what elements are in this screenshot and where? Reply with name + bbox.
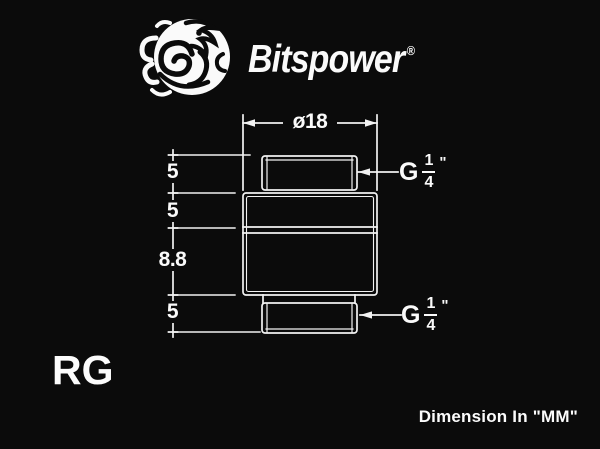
thread-size-label-top: G 1 4 "	[399, 153, 446, 191]
brand-name-text: Bitspower	[248, 38, 405, 81]
brand-wordmark: Bitspower®	[248, 38, 416, 88]
thread-size-label-bottom: G 1 4 "	[401, 296, 448, 334]
diameter-arrow-left	[243, 119, 255, 127]
diameter-dimension-label: ø18	[283, 110, 337, 134]
fraction-denominator: 4	[424, 174, 434, 191]
logo-outer-curls	[139, 20, 172, 97]
bottom-thread-chamfer-lines	[265, 303, 354, 333]
segment-dim-label-3: 8.8	[152, 248, 193, 272]
logo-dragon-swirls	[157, 19, 227, 89]
model-code-label: RG	[52, 347, 114, 393]
thread-prefix: G	[401, 300, 421, 329]
segment-dim-label-4: 5	[154, 300, 191, 324]
bottom-neck-lines	[262, 294, 356, 304]
inch-mark: "	[439, 154, 447, 171]
bitspower-dragon-logo-icon	[139, 19, 230, 97]
body-outline	[242, 192, 378, 296]
bottom-thread-outline	[261, 302, 358, 334]
dragon-eye	[196, 30, 202, 36]
top-thread-chamfer-lines	[265, 156, 354, 190]
segment-dim-label-1: 5	[154, 160, 191, 184]
top-thread-outline	[261, 155, 358, 191]
fraction-numerator: 1	[424, 296, 438, 316]
leader-arrow-bottom	[360, 311, 372, 319]
thread-fraction: 1 4	[424, 296, 438, 334]
drawing-lines	[167, 114, 402, 338]
inch-mark: "	[441, 297, 449, 314]
leader-arrow-top	[358, 168, 370, 176]
diameter-arrow-right	[365, 119, 377, 127]
dimension-unit-note: Dimension In "MM"	[418, 407, 578, 426]
fraction-denominator: 4	[426, 317, 436, 334]
arrowheads	[243, 119, 377, 319]
registered-trademark-symbol: ®	[406, 43, 416, 58]
segment-dim-label-2: 5	[154, 199, 191, 223]
fraction-numerator: 1	[422, 153, 436, 173]
thread-fraction: 1 4	[422, 153, 436, 191]
body-inner-chamfer	[245, 195, 375, 293]
body-groove-lines	[242, 226, 378, 234]
thread-prefix: G	[399, 157, 419, 186]
